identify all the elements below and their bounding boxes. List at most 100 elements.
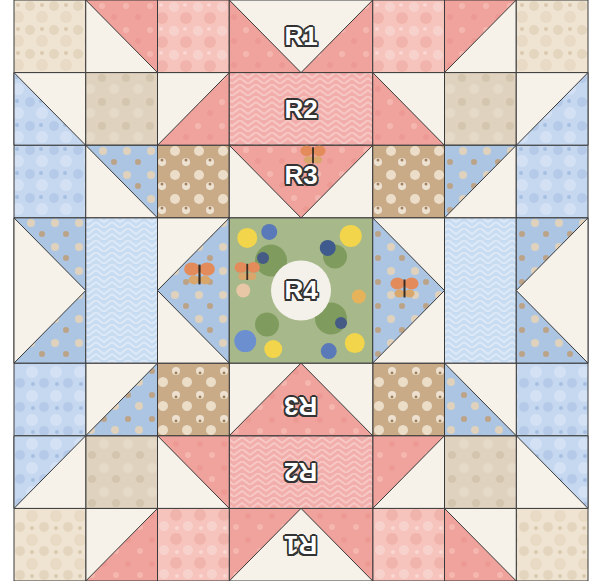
lower-half [14,363,588,581]
quilt-patch [86,363,158,436]
quilt-patch [516,363,588,436]
quilt-unit: R2 [229,73,373,146]
quilt-patch [14,508,86,581]
quilt-patch [445,73,517,146]
quilt-patch [445,508,517,581]
quilt-patch [373,508,445,581]
quilt-patch [229,508,373,581]
unit-label: R3 [284,393,317,419]
flower [261,224,277,240]
quilt-patch [14,145,86,218]
flower [320,240,336,256]
upper-half [14,0,588,218]
quilt-patch [445,145,517,218]
flower [345,333,365,353]
quilt-patch [445,363,517,436]
quilt-unit: R4 [229,218,373,363]
quilt-patch [373,218,445,363]
quilt-patch [373,436,445,509]
quilt-patch [86,73,158,146]
flower [335,317,347,329]
quilt-patch [516,218,588,363]
quilt-patch [14,363,86,436]
butterfly [235,262,260,280]
quilt-patch [373,436,445,509]
quilt-unit: R3 [229,377,373,436]
quilt-patch [229,145,373,218]
flower [321,343,337,359]
quilt-patch [445,363,517,436]
flower [236,284,250,298]
quilt-patch [516,508,588,581]
quilt-patch [229,145,373,218]
quilt-patch [229,436,373,509]
quilt-patch [86,145,158,218]
quilt-patch [445,436,517,509]
quilt-patch [373,73,445,146]
butterfly [391,278,419,298]
quilt-patch [158,145,230,218]
flower [340,225,362,247]
quilt-patch [373,73,445,146]
wing [184,262,199,275]
quilt-patch [373,0,445,73]
quilt-patch [373,218,445,363]
middle-row [14,218,588,363]
butterfly [184,262,215,284]
quilt-patch [516,145,588,218]
wing [200,276,211,285]
quilt-patch [516,436,588,509]
white-flower [271,261,331,321]
body [246,264,248,280]
quilt-patch [158,508,230,581]
wing [200,262,215,275]
quilt-patch [86,508,158,581]
quilt-patch [373,363,445,436]
quilt-patch [14,218,86,363]
wing [313,145,326,156]
quilt-patch [14,218,86,363]
unit-label: R1 [284,532,317,558]
flower [352,290,366,304]
quilt-patch [229,508,373,581]
quilt-patch [516,436,588,509]
unit-label: R4 [284,277,317,303]
quilt-patch [158,218,230,363]
quilt-patch [516,218,588,363]
quilt-unit: R1 [229,508,373,581]
quilt-patch [158,218,230,363]
quilt-patch [516,73,588,146]
quilt-patch [86,145,158,218]
quilt-patch [229,363,373,436]
quilt-patch [445,508,517,581]
quilt-patch [445,0,517,73]
quilt-patch [445,218,517,363]
quilt-patch [229,218,373,363]
quilt-patch [14,0,86,73]
unit-label: R2 [284,96,317,122]
unit-label: R1 [284,23,317,49]
quilt-patch [86,218,158,363]
flower [264,340,282,358]
wing [189,276,200,285]
quilt-patch [445,0,517,73]
wing [235,262,248,273]
quilt-patch [229,73,373,146]
flower [234,330,256,352]
unit-label: R3 [284,162,317,188]
quilt-patch [373,145,445,218]
quilt-patch [516,73,588,146]
quilt-patch [158,73,230,146]
quilt-patch [86,0,158,73]
quilt-unit: R2 [229,436,373,509]
body [198,265,200,285]
quilt-patch [158,363,230,436]
quilt-patch [86,0,158,73]
quilt-patch [158,73,230,146]
flower [257,252,269,264]
quilt-patch [229,363,373,436]
unit-label: R2 [284,459,317,485]
body [404,280,406,298]
wing [247,273,256,280]
wing [405,278,419,290]
